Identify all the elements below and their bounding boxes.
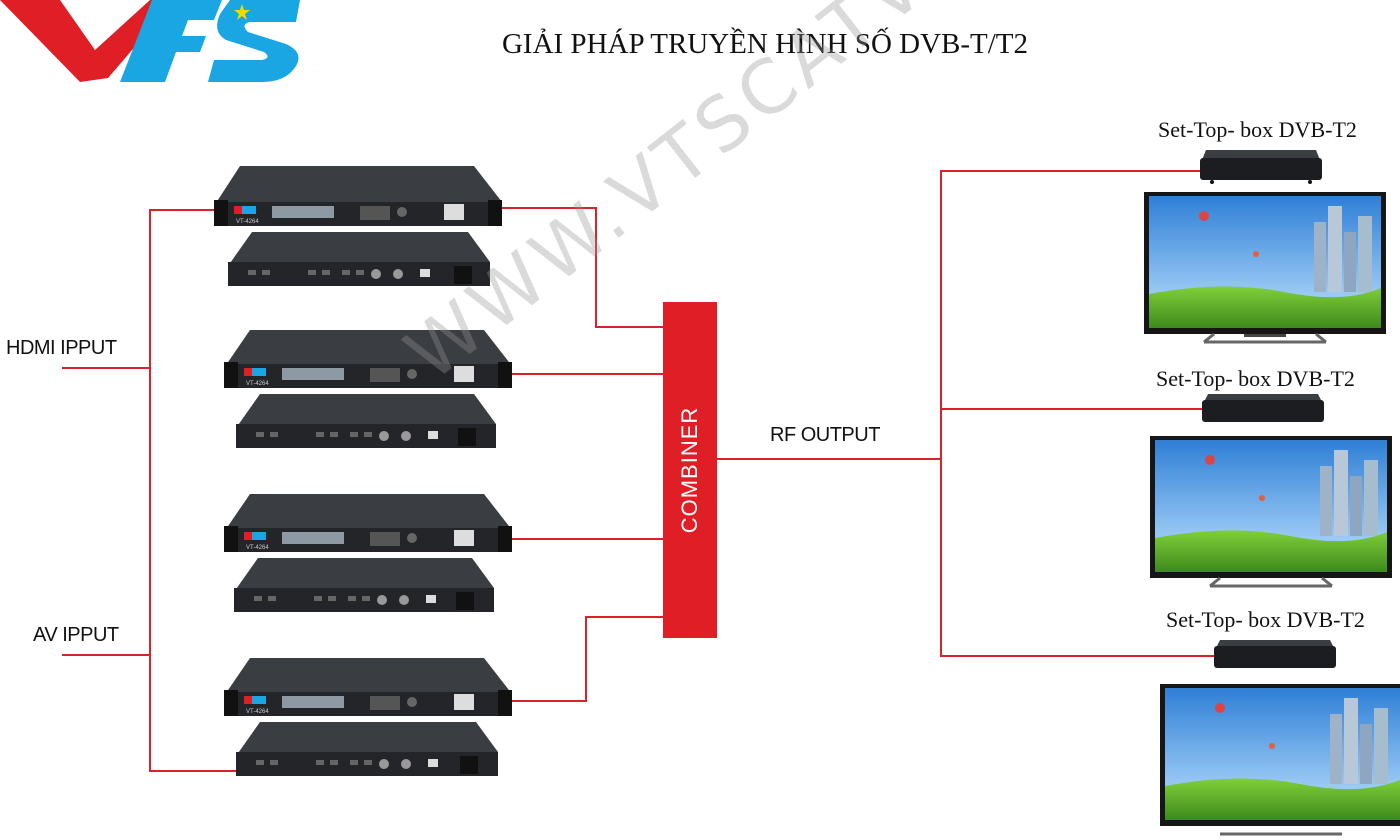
encoder-2-model: VT-4264 <box>246 381 269 387</box>
stb-2-feed-line <box>940 408 1205 410</box>
encoder-1-back <box>228 232 490 286</box>
rf-output-label: RF OUTPUT <box>770 424 880 446</box>
page-title: GIẢI PHÁP TRUYỀN HÌNH SỐ DVB-T/T2 <box>501 28 1029 60</box>
rf-distribution-bus <box>940 170 942 657</box>
encoder-1-front: VT-4264 <box>214 166 502 226</box>
encoder-1-input-line <box>149 209 219 211</box>
stb-1 <box>1200 150 1322 184</box>
encoder-2-front: VT-4264 <box>224 330 512 388</box>
encoder-3-back <box>234 558 494 612</box>
tv-2 <box>1150 436 1392 588</box>
stb-3-label: Set-Top- box DVB-T2 <box>1166 607 1365 632</box>
encoder-2-output-line <box>508 373 664 375</box>
encoder-3-model: VT-4264 <box>246 545 269 551</box>
encoder-3-output-line <box>508 538 664 540</box>
stb-2 <box>1202 394 1324 422</box>
av-input-label: AV IPPUT <box>33 624 119 646</box>
encoder-4-front: VT-4264 <box>224 658 512 716</box>
encoder-4-model: VT-4264 <box>246 709 269 715</box>
stb-1-label: Set-Top- box DVB-T2 <box>1158 117 1357 142</box>
encoder-1-model: VT-4264 <box>236 219 259 225</box>
encoder-1-output-line <box>498 207 596 209</box>
av-input-line <box>62 654 150 656</box>
tv-1 <box>1144 192 1386 344</box>
combiner: COMBINER <box>663 302 717 638</box>
encoder-4-input-line <box>149 770 239 772</box>
stb-3 <box>1214 640 1336 668</box>
hdmi-input-line <box>62 367 150 369</box>
stb-3-feed-line <box>940 655 1217 657</box>
encoder-4-back <box>236 722 498 776</box>
encoder-1-combiner-link <box>595 326 664 328</box>
stb-1-feed-line <box>940 170 1202 172</box>
encoder-4-output-line <box>508 700 586 702</box>
encoder-4-output-riser <box>585 616 587 702</box>
hdmi-input-label: HDMI IPPUT <box>6 337 117 359</box>
encoder-4-combiner-link <box>585 616 664 618</box>
stb-2-label: Set-Top- box DVB-T2 <box>1156 366 1355 391</box>
combiner-label: COMBINER <box>677 406 702 534</box>
vts-logo <box>0 0 300 82</box>
encoder-1-output-riser <box>595 207 597 327</box>
input-bus-line <box>149 209 151 771</box>
encoder-3-front: VT-4264 <box>224 494 512 552</box>
tv-3 <box>1160 684 1400 836</box>
encoder-2-back <box>236 394 496 448</box>
rf-output-line <box>717 458 942 460</box>
